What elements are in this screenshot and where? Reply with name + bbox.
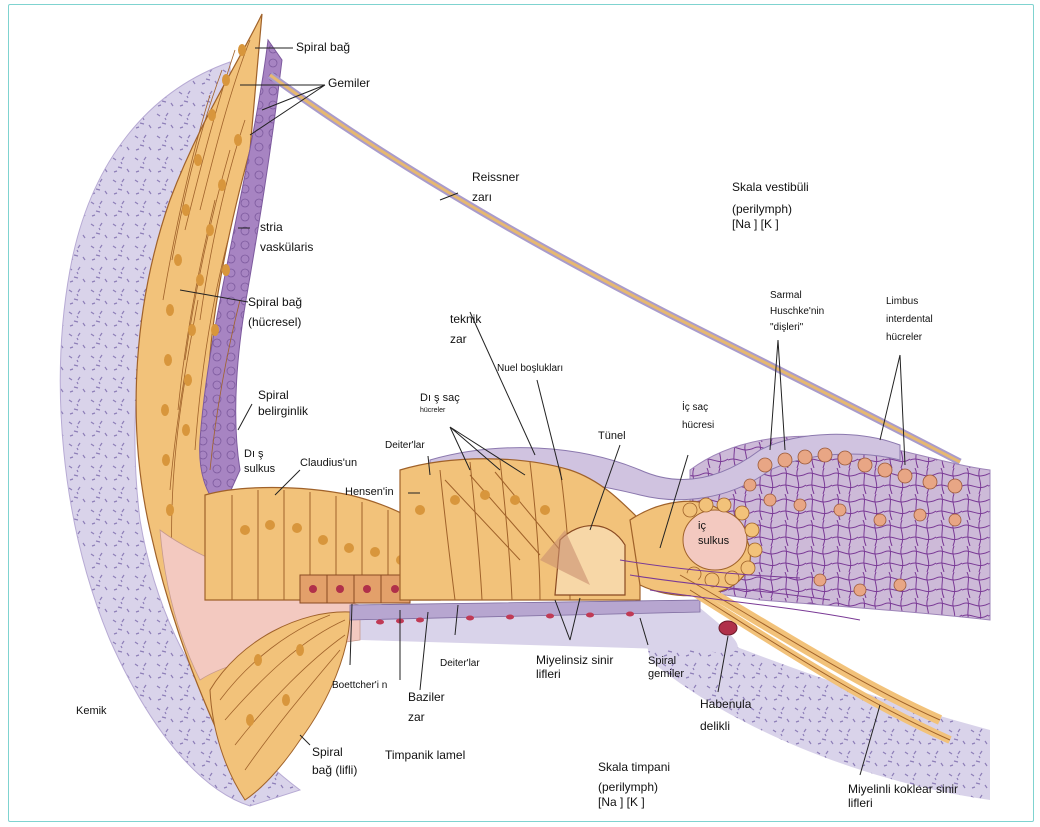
label-timpanik-lamel: Timpanik lamel [385,748,465,762]
label-skala-timpani-line3: [Na ] [K ] [598,795,670,809]
label-spiral-belirginlik: Spiral belirginlik [258,388,308,419]
label-sarmal-line1: Sarmal [770,290,824,302]
label-spiral-bag-hucresel-line2: (hücresel) [248,315,302,329]
label-skala-timpani-line1: Skala timpani [598,760,670,774]
label-spiral-lifli-line2: bağ (lifli) [312,763,357,777]
label-teknik-line2: zar [450,332,481,346]
label-skala-vestibuli-line1: Skala vestibüli [732,180,809,194]
label-miyelinsiz-line2: lifleri [536,667,613,681]
label-tunel: Tünel [598,430,626,443]
label-ic-sulkus: iç sulkus [698,520,729,548]
label-habenula-line1: Habenula [700,697,751,711]
label-spiral-gemiler-line2: gemiler [648,668,684,681]
label-skala-timpani: Skala timpani (perilymph) [Na ] [K ] [598,760,670,809]
label-miyelinli: Miyelinli koklear sinir lifleri [848,782,958,811]
label-skala-vestibuli-line2: (perilymph) [732,202,809,216]
label-skala-vestibuli-line3: [Na ] [K ] [732,217,809,231]
label-dis-sac-line1: Dı ş saç [420,392,460,405]
boettcher-cells [300,575,410,603]
label-nuel: Nuel boşlukları [497,363,563,375]
label-spiral-bag-hucresel: Spiral bağ (hücresel) [248,295,302,330]
label-boettcher: Boettcher'i n [332,680,387,692]
label-spiral-gemiler-line1: Spiral [648,655,684,668]
label-deiter-top: Deiter'lar [385,440,425,452]
label-stria-line2: vaskülaris [260,240,313,254]
label-teknik-zar: teknik zar [450,312,481,347]
label-kemik: Kemik [76,705,107,718]
label-spiral-belirginlik-line1: Spiral [258,388,308,402]
label-miyelinli-line1: Miyelinli koklear sinir [848,782,958,796]
label-baziler-line2: zar [408,710,445,724]
label-ic-sac-line2: hücresi [682,420,714,432]
label-spiral-belirginlik-line2: belirginlik [258,404,308,418]
label-miyelinsiz-line1: Miyelinsiz sinir [536,653,613,667]
label-miyelinsiz: Miyelinsiz sinir lifleri [536,653,613,682]
label-spiral-bag: Spiral bağ [296,40,350,54]
label-spiral-gemiler: Spiral gemiler [648,655,684,681]
label-skala-timpani-line2: (perilymph) [598,780,670,794]
label-reissner-line1: Reissner [472,170,519,184]
label-ic-sulkus-line1: iç [698,520,729,533]
habenula-perforata [719,621,737,635]
label-sarmal-line3: "dişleri" [770,322,824,334]
label-stria-vascularis: stria vaskülaris [260,220,313,255]
label-dis-sac-line2: hücreler [420,407,460,415]
label-claudius: Claudius'un [300,457,357,470]
label-dis-sac: Dı ş saç hücreler [420,392,460,416]
label-spiral-bag-lifli: Spiral bağ (lifli) [312,745,357,778]
label-ic-sulkus-line2: sulkus [698,535,729,548]
label-ic-sac-line1: İç saç [682,402,714,414]
label-hensen: Hensen'in [345,486,394,499]
label-deiter-bottom: Deiter'lar [440,658,480,670]
label-dis-sulkus-line1: Dı ş [244,448,275,461]
label-reissner: Reissner zarı [472,170,519,205]
label-habenula-line2: delikli [700,719,751,733]
label-baziler-line1: Baziler [408,690,445,704]
label-reissner-line2: zarı [472,190,519,204]
label-sarmal-huschke: Sarmal Huschke'nin "dişleri" [770,290,824,334]
reissner-membrane [270,75,960,462]
label-sarmal-line2: Huschke'nin [770,306,824,318]
label-teknik-line1: teknik [450,312,481,326]
label-baziler-zar: Baziler zar [408,690,445,725]
label-limbus-line2: interdental [886,314,933,326]
label-dis-sulkus: Dı ş sulkus [244,448,275,476]
label-skala-vestibuli: Skala vestibüli (perilymph) [Na ] [K ] [732,180,809,231]
label-spiral-bag-hucresel-line1: Spiral bağ [248,295,302,309]
label-limbus: Limbus interdental hücreler [886,296,933,344]
label-miyelinli-line2: lifleri [848,796,958,810]
label-spiral-lifli-line1: Spiral [312,745,357,759]
label-limbus-line1: Limbus [886,296,933,308]
label-ic-sac: İç saç hücresi [682,402,714,432]
label-stria-line1: stria [260,220,313,234]
label-dis-sulkus-line2: sulkus [244,463,275,476]
label-habenula: Habenula delikli [700,697,751,734]
label-limbus-line3: hücreler [886,332,933,344]
label-gemiler: Gemiler [328,76,370,90]
